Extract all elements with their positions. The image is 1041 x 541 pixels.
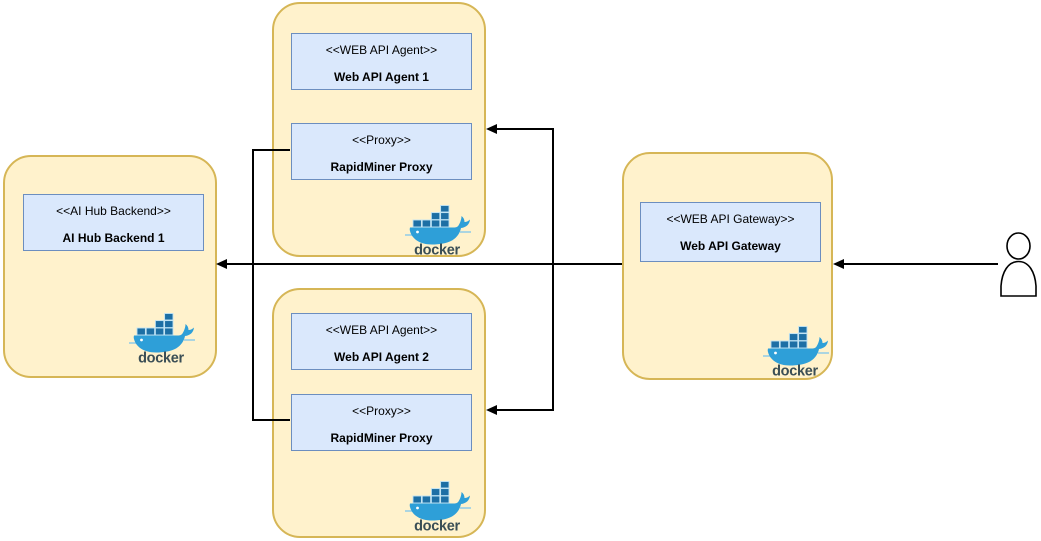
node-stereotype: <<WEB API Agent>> (325, 43, 438, 57)
edge-gateway-branch-vertical[interactable] (552, 128, 554, 411)
host-agent1[interactable]: <<WEB API Agent>> Web API Agent 1 <<Prox… (272, 2, 486, 257)
docker-logo: docker (405, 481, 471, 533)
docker-whale-icon (129, 313, 195, 353)
docker-logo: docker (129, 313, 195, 365)
user-person-icon[interactable] (997, 230, 1041, 298)
arrowhead-into-agent2-host (486, 405, 497, 415)
arrowhead-into-gateway (833, 259, 844, 269)
edge-user-to-gateway[interactable] (844, 263, 998, 265)
docker-wordmark: docker (138, 351, 184, 366)
edge-gateway-to-aihub[interactable] (227, 263, 622, 265)
edge-proxies-branch-vertical[interactable] (252, 149, 254, 421)
host-gateway[interactable]: <<WEB API Gateway>> Web API Gateway dock… (622, 152, 833, 380)
node-stereotype: <<WEB API Gateway>> (666, 212, 795, 226)
node-rapidminer-proxy-2[interactable]: <<Proxy>> RapidMiner Proxy (291, 394, 472, 451)
node-name: Web API Agent 1 (334, 70, 429, 84)
node-name: AI Hub Backend 1 (62, 231, 165, 245)
node-name: RapidMiner Proxy (330, 431, 433, 445)
node-name: RapidMiner Proxy (330, 160, 433, 174)
edge-proxy2-stub[interactable] (252, 419, 290, 421)
edge-branch-to-agent2[interactable] (497, 409, 554, 411)
node-stereotype: <<Proxy>> (352, 133, 411, 147)
node-stereotype: <<Proxy>> (352, 404, 411, 418)
node-rapidminer-proxy-1[interactable]: <<Proxy>> RapidMiner Proxy (291, 123, 472, 180)
node-web-api-agent-2[interactable]: <<WEB API Agent>> Web API Agent 2 (291, 313, 472, 370)
node-aihub-backend[interactable]: <<AI Hub Backend>> AI Hub Backend 1 (23, 194, 204, 251)
host-agent2[interactable]: <<WEB API Agent>> Web API Agent 2 <<Prox… (272, 288, 486, 538)
node-name: Web API Gateway (680, 239, 781, 253)
arrowhead-into-agent1-host (486, 124, 497, 134)
edge-branch-to-agent1[interactable] (497, 128, 554, 130)
docker-logo: docker (405, 205, 471, 257)
edge-proxy1-stub[interactable] (252, 149, 290, 151)
node-name: Web API Agent 2 (334, 350, 429, 364)
docker-logo: docker (763, 326, 829, 378)
node-stereotype: <<WEB API Agent>> (325, 323, 438, 337)
docker-whale-icon (405, 205, 471, 245)
arrowhead-into-aihub (216, 259, 227, 269)
host-aihub[interactable]: <<AI Hub Backend>> AI Hub Backend 1 dock… (3, 155, 217, 378)
node-stereotype: <<AI Hub Backend>> (56, 204, 171, 218)
docker-wordmark: docker (414, 519, 460, 534)
docker-whale-icon (405, 481, 471, 521)
node-web-api-agent-1[interactable]: <<WEB API Agent>> Web API Agent 1 (291, 33, 472, 90)
docker-whale-icon (763, 326, 829, 366)
docker-wordmark: docker (414, 243, 460, 258)
node-web-api-gateway[interactable]: <<WEB API Gateway>> Web API Gateway (640, 202, 821, 262)
docker-wordmark: docker (772, 364, 818, 379)
